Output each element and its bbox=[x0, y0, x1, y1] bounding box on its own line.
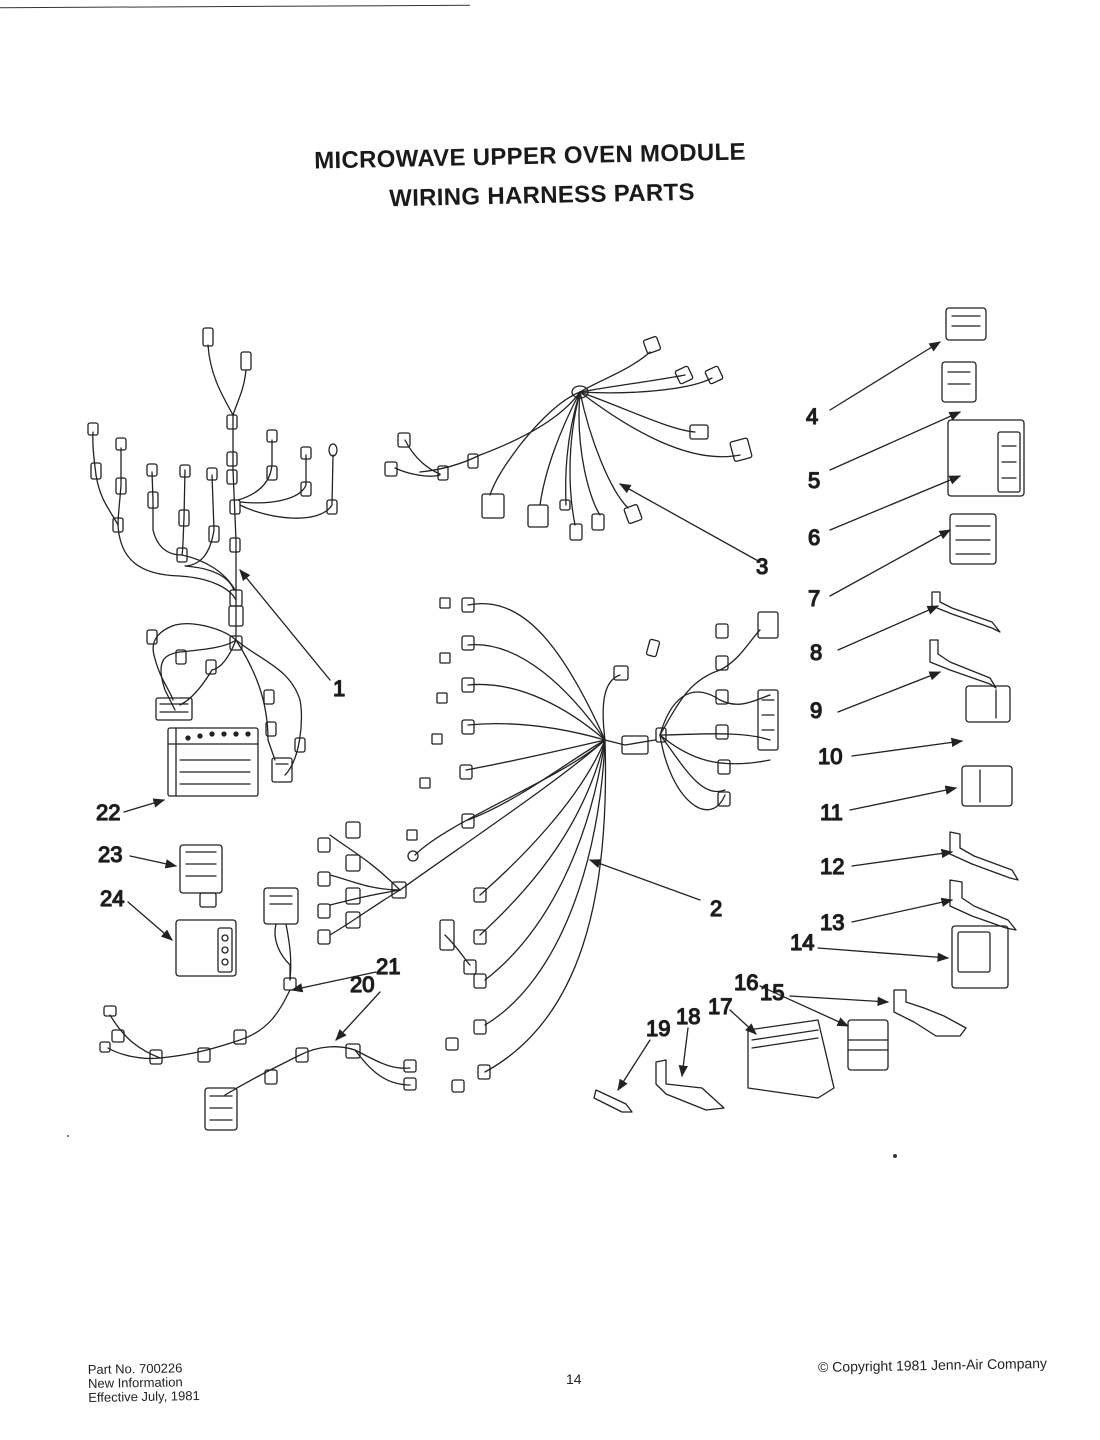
part-16-connector bbox=[847, 1019, 889, 1071]
callout-22: 22 bbox=[96, 800, 120, 825]
callout-11: 11 bbox=[820, 800, 843, 825]
part-24-connector-housing bbox=[175, 919, 237, 977]
callout-24: 24 bbox=[100, 886, 124, 911]
callout-1: 1 bbox=[333, 676, 345, 701]
footer-part-info: Part No. 700226 New Information Effectiv… bbox=[88, 1360, 200, 1405]
part-11-connector bbox=[961, 765, 1013, 807]
part-10-connector bbox=[965, 685, 1011, 723]
footer-effective: Effective July, 1981 bbox=[88, 1388, 200, 1405]
part-7 bbox=[949, 513, 997, 565]
harness-1 bbox=[87, 327, 338, 783]
callout-14: 14 bbox=[790, 930, 814, 955]
page-number: 14 bbox=[566, 1371, 582, 1387]
callout-13: 13 bbox=[820, 910, 844, 935]
leader-lines bbox=[123, 341, 964, 1091]
callout-6: 6 bbox=[808, 525, 820, 550]
part-13-terminal bbox=[949, 879, 1017, 931]
harness-3 bbox=[384, 335, 753, 541]
callout-15: 15 bbox=[760, 980, 784, 1005]
callout-17: 17 bbox=[708, 994, 732, 1019]
callout-16: 16 bbox=[734, 970, 758, 995]
part-22-terminal-block bbox=[167, 727, 259, 797]
callout-8: 8 bbox=[810, 640, 822, 665]
part-14-housing bbox=[951, 925, 1009, 989]
part-15-terminal bbox=[893, 989, 967, 1037]
harness-2 bbox=[317, 597, 779, 1093]
callout-4: 4 bbox=[806, 404, 818, 429]
callout-2: 2 bbox=[710, 896, 722, 921]
callout-numbers: 1 2 3 4 5 6 7 8 9 10 11 12 13 14 15 16 1… bbox=[95, 403, 845, 1041]
callout-18: 18 bbox=[676, 1004, 700, 1029]
part-12-terminal bbox=[949, 831, 1019, 881]
part-9-terminal bbox=[929, 639, 997, 689]
callout-19: 19 bbox=[646, 1016, 670, 1041]
speck bbox=[67, 1135, 69, 1137]
callout-5: 5 bbox=[808, 468, 820, 493]
footer-copyright: © Copyright 1981 Jenn-Air Company bbox=[817, 1355, 1048, 1375]
callout-21: 21 bbox=[376, 954, 400, 979]
speck bbox=[893, 1154, 897, 1158]
harness-20 bbox=[204, 1043, 417, 1131]
callout-7: 7 bbox=[808, 586, 820, 611]
harness-21 bbox=[99, 887, 299, 1065]
callout-23: 23 bbox=[98, 842, 122, 867]
part-8-terminal bbox=[931, 591, 1001, 633]
callout-9: 9 bbox=[810, 698, 822, 723]
part-5 bbox=[941, 361, 977, 403]
part-19-pin bbox=[593, 1089, 633, 1113]
callout-20: 20 bbox=[350, 972, 374, 997]
callout-10: 10 bbox=[818, 744, 842, 769]
part-23-connector bbox=[179, 844, 223, 908]
part-17-terminal-strip bbox=[747, 1019, 835, 1099]
callout-12: 12 bbox=[820, 854, 844, 879]
part-6 bbox=[947, 419, 1025, 497]
callout-3: 3 bbox=[756, 554, 768, 579]
part-18-clip bbox=[655, 1059, 725, 1111]
part-4 bbox=[945, 307, 987, 341]
